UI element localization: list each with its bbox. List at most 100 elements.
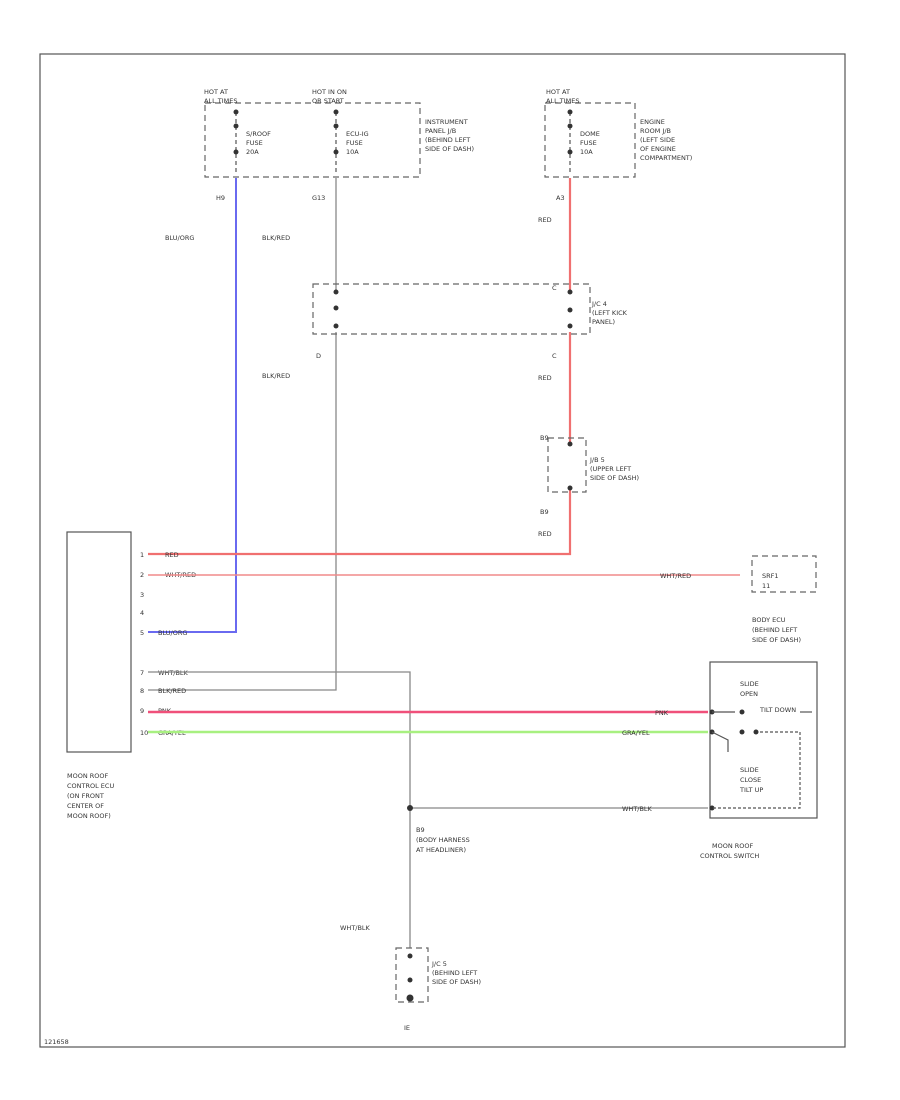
wire-label-wht-blk-switch: WHT/BLK [622, 805, 653, 813]
fuse-2-name: ECU-IG [346, 130, 369, 138]
engine-jb-location-1: ENGINE [640, 118, 665, 126]
fuse-1-terminal-top [233, 109, 239, 115]
wire-blk-red-bottom [148, 332, 337, 691]
pin-h9: H9 [216, 194, 225, 202]
dome-fuse-terminal-bot [567, 149, 573, 155]
diagram-frame [39, 53, 846, 1048]
jc5-name: J/C 5 [431, 960, 447, 968]
fuse-2-terminal-bot [333, 149, 339, 155]
jc4-desc-2: PANEL) [592, 318, 615, 326]
body-ecu-pin-num: 11 [762, 582, 770, 590]
junction-jc5: WHT/BLK J/C 5 (BEHIND LEFT SIDE OF DASH)… [340, 924, 481, 1032]
figure-id: 121658 [44, 1038, 69, 1046]
switch-box [709, 661, 818, 819]
dome-fuse-terminal-top [567, 109, 573, 115]
svg-text:4: 4 [140, 609, 144, 617]
svg-text:WHT/BLK: WHT/BLK [158, 669, 189, 677]
wire-label-wht-red-body: WHT/RED [660, 572, 691, 580]
hot-at-label-2: HOT AT [546, 88, 570, 96]
ecu-name-3: (ON FRONT [67, 792, 104, 800]
ecu-pin-4: 4 [140, 609, 144, 617]
svg-text:9: 9 [140, 707, 144, 715]
switch-top-2: OPEN [740, 690, 758, 698]
svg-text:7: 7 [140, 669, 144, 677]
instrument-jb-location-1: INSTRUMENT [425, 118, 468, 126]
ecu-name-1: MOON ROOF [67, 772, 109, 780]
wire-blu-org [148, 178, 237, 633]
jc4-pin-d: D [316, 352, 321, 360]
ground-wire-label: WHT/BLK [340, 924, 371, 932]
fuse-2-type: FUSE [346, 139, 363, 147]
splice-id: B9 [416, 826, 425, 834]
junction-jb5: B9 J/B 5 (UPPER LEFT SIDE OF DASH) B9 [540, 434, 639, 516]
jb5-desc-1: (UPPER LEFT [590, 465, 631, 473]
instrument-panel-jb-outline [204, 102, 421, 178]
wire-label-gra-yel-switch: GRA/YEL [622, 729, 650, 737]
jb5-outline [547, 437, 587, 493]
svg-text:2: 2 [140, 571, 144, 579]
jc4-pin-top: C [552, 284, 557, 292]
ecu-pin-5: 5 BLU/ORG [140, 629, 187, 637]
hot-at-label-1: HOT AT [204, 88, 228, 96]
switch-name-2: CONTROL SWITCH [700, 852, 759, 860]
switch-bot-3: TILT UP [739, 786, 763, 794]
body-ecu-pin: SRF1 [762, 572, 779, 580]
ecu-name-5: MOON ROOF) [67, 812, 111, 820]
jc5-outline [395, 947, 429, 1003]
pin-a3: A3 [556, 194, 565, 202]
body-ecu: SRF1 11 BODY ECU (BEHIND LEFT SIDE OF DA… [751, 555, 817, 644]
ecu-box [66, 531, 132, 753]
jb5-desc-2: SIDE OF DASH) [590, 474, 639, 482]
engine-room-jb: HOT AT ALL TIMES DOME FUSE 10A ENGINE RO… [544, 88, 692, 202]
splice-desc-1: (BODY HARNESS [416, 836, 470, 844]
ecu-name-2: CONTROL ECU [67, 782, 114, 790]
ecu-pin-8: 8 BLK/RED [140, 687, 186, 695]
ecu-pin-3: 3 [140, 591, 144, 599]
svg-text:10: 10 [140, 729, 148, 737]
ecu-pin-7: 7 WHT/BLK [140, 669, 189, 677]
switch-top-3: TILT DOWN [759, 706, 796, 714]
instrument-jb-location-4: SIDE OF DASH) [425, 145, 474, 153]
wire-wht-blk-main [148, 671, 411, 948]
dome-fuse-type: FUSE [580, 139, 597, 147]
jc4-outline [312, 283, 591, 335]
hot-at-sub-label-2: ALL TIMES [546, 97, 579, 105]
engine-room-jb-outline [544, 102, 636, 178]
jb5-pin-top: B9 [540, 434, 549, 442]
switch-name-1: MOON ROOF [712, 842, 754, 850]
body-ecu-name-3: SIDE OF DASH) [752, 636, 801, 644]
jc4-desc-1: (LEFT KICK [592, 309, 628, 317]
wire-label-red-1: RED [538, 216, 552, 224]
fuse-2-terminal-mid [333, 123, 339, 129]
jb5-name: J/B 5 [589, 456, 605, 464]
instrument-jb-location-3: (BEHIND LEFT [425, 136, 470, 144]
pin-g13: G13 [312, 194, 325, 202]
engine-jb-location-4: OF ENGINE [640, 145, 676, 153]
engine-jb-location-5: COMPARTMENT) [640, 154, 692, 162]
fuse-2-terminal-top [333, 109, 339, 115]
fuse-1-rating: 20A [246, 148, 259, 156]
wire-label-red-2: RED [538, 374, 552, 382]
wire-label-blu-org: BLU/ORG [165, 234, 194, 242]
svg-text:5: 5 [140, 629, 144, 637]
dome-fuse-terminal-mid [567, 123, 573, 129]
ecu-pin-1: 1 RED [140, 551, 179, 559]
splice-desc-2: AT HEADLINER) [416, 846, 466, 854]
svg-text:BLK/RED: BLK/RED [158, 687, 186, 695]
fuse-1-type: FUSE [246, 139, 263, 147]
body-ecu-name-2: (BEHIND LEFT [752, 626, 797, 634]
ecu-name-4: CENTER OF [67, 802, 104, 810]
hot-in-on-sub-label: OR START [312, 97, 344, 105]
body-ecu-outline [751, 555, 817, 593]
wire-label-blk-red-2: BLK/RED [262, 372, 290, 380]
svg-text:BLU/ORG: BLU/ORG [158, 629, 187, 637]
fuse-1-name: S/ROOF [246, 130, 271, 138]
engine-jb-location-3: (LEFT SIDE [640, 136, 675, 144]
fuse-1-terminal-mid [233, 123, 239, 129]
switch-bot-1: SLIDE [740, 766, 759, 774]
instrument-jb-location-2: PANEL J/B [425, 127, 456, 135]
dome-fuse-name: DOME [580, 130, 600, 138]
jc5-desc-1: (BEHIND LEFT [432, 969, 477, 977]
jc4-pin-bottom: C [552, 352, 557, 360]
